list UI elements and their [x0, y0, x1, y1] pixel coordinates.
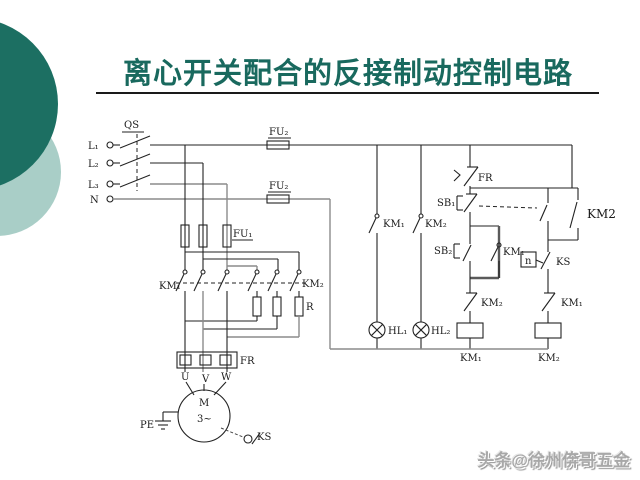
fuse-fu2-top: FU₂	[266, 127, 291, 150]
fuse-fu1: FU₁	[180, 224, 253, 248]
km1-label: KM₁	[561, 298, 583, 309]
km2-coil-label: KM₂	[538, 353, 560, 364]
km1-power-contacts: KM₁	[159, 269, 230, 292]
fuse-fu2-bottom: FU₂	[266, 181, 291, 204]
km1-coil-label: KM₁	[460, 353, 482, 364]
v-label: V	[201, 374, 210, 385]
sb1-label: SB₁	[437, 198, 455, 209]
qs-label: QS	[124, 120, 139, 131]
fu2-label: FU₂	[269, 127, 288, 138]
fu1-label: FU₁	[233, 229, 252, 240]
hl1-label: HL₁	[388, 326, 407, 337]
control-main-branch: FR SB₁ SB₂ KM₁ KM	[434, 145, 578, 349]
w-label: W	[221, 372, 232, 383]
phase-label: 3~	[197, 414, 212, 425]
m-label: M	[199, 398, 209, 409]
ks-label: KS	[257, 432, 271, 443]
title-underline	[96, 92, 599, 94]
lamp-branch-hl2: KM₂ HL₂	[412, 145, 450, 349]
braking-branch: KM2 n KS KM₁	[520, 188, 616, 349]
fr-thermal-relay: FR	[176, 291, 255, 372]
speed-label: n	[525, 256, 532, 267]
control-bottom-rail: KM₁ KM₂	[330, 348, 560, 364]
n-label: N	[90, 195, 99, 206]
r-label: R	[306, 302, 314, 313]
km2-label: KM₂	[302, 279, 324, 290]
fu2-label: FU₂	[269, 181, 288, 192]
fr-label: FR	[240, 356, 255, 367]
hl2-label: HL₂	[431, 326, 450, 337]
slide-title: 离心开关配合的反接制动控制电路	[122, 58, 573, 90]
u-label: U	[181, 372, 189, 383]
km2-main-label: KM2	[587, 207, 616, 221]
km2-label: KM₂	[425, 219, 447, 230]
l1-label: L₁	[88, 141, 99, 152]
km1-label: KM₁	[159, 281, 181, 292]
lamp-branch-hl1: KM₁ HL₁	[368, 145, 407, 349]
motor: U V W M 3~ PE KS	[140, 372, 271, 445]
km1-label: KM₁	[383, 219, 405, 230]
braking-resistors: R	[185, 291, 314, 338]
km2-label: KM₂	[481, 298, 503, 309]
phase-cross-feeds	[185, 251, 300, 270]
km1-label: KM₁	[503, 247, 525, 258]
pe-label: PE	[140, 420, 154, 431]
qs-switch: QS L₁ L₂ L₃ N	[88, 120, 151, 206]
watermark: 头条@徐州倴哥五金	[477, 451, 630, 470]
fr-label: FR	[478, 173, 493, 184]
ks-label: KS	[556, 257, 570, 268]
sb2-label: SB₂	[434, 246, 452, 257]
km2-power-contacts: KM₂	[176, 269, 324, 292]
l2-label: L₂	[88, 159, 99, 170]
l3-label: L₃	[88, 180, 99, 191]
